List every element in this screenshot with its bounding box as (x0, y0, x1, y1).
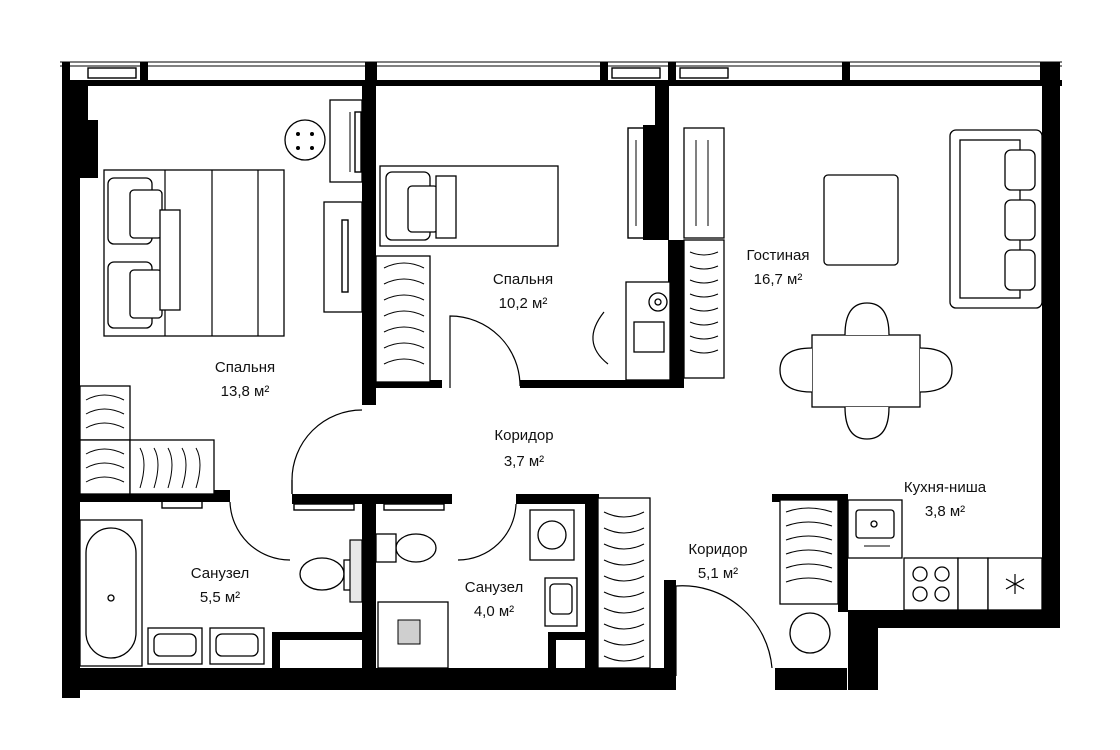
top-window-strip (60, 61, 1062, 86)
room-name-living-room: Гостиная (747, 247, 810, 264)
dining-chair (844, 302, 890, 336)
room-name-bathroom-1: Санузел (191, 565, 249, 582)
toilet-2 (395, 533, 437, 563)
snowflake-icon (1005, 574, 1025, 594)
room-name-corridor-1: Коридор (494, 427, 553, 444)
washing-machine (529, 509, 575, 561)
bedroom-2-furniture (375, 127, 725, 383)
room-area-bedroom-1: 13,8 м² (221, 383, 270, 400)
coffee-table (823, 174, 899, 266)
stove (903, 557, 959, 611)
dresser (329, 99, 363, 183)
room-area-bedroom-2: 10,2 м² (499, 295, 548, 312)
round-stool-2 (789, 612, 831, 654)
room-area-corridor-1: 3,7 м² (504, 453, 544, 470)
wardrobe (323, 201, 363, 313)
room-name-corridor-2: Коридор (688, 541, 747, 558)
room-name-bedroom-1: Спальня (215, 359, 275, 376)
wardrobe-2 (375, 255, 431, 383)
dining-table (811, 334, 921, 408)
room-area-bathroom-2: 4,0 м² (474, 603, 514, 620)
fridge (987, 557, 1043, 611)
room-name-bathroom-2: Санузел (465, 579, 523, 596)
room-area-bathroom-1: 5,5 м² (200, 589, 240, 606)
room-area-corridor-2: 5,1 м² (698, 565, 738, 582)
room-area-kitchen-niche: 3,8 м² (925, 503, 965, 520)
room-name-bedroom-2: Спальня (493, 271, 553, 288)
bathroom-1-furniture (79, 519, 363, 667)
room-area-living-room: 16,7 м² (754, 271, 803, 288)
round-stool (284, 119, 326, 161)
bedroom-1-furniture (79, 99, 363, 495)
kitchen-furniture (779, 499, 1043, 611)
room-name-kitchen-niche: Кухня-ниша (904, 479, 987, 496)
living-room-furniture (779, 129, 1043, 440)
toilet (299, 557, 345, 591)
shelf-unit (683, 127, 725, 239)
doors (161, 315, 773, 676)
closet-hangers-1 (85, 394, 201, 489)
room-labels: Спальня 13,8 м² Спальня 10,2 м² Гостиная… (191, 247, 987, 620)
chair (592, 311, 609, 365)
wardrobe-corridor (597, 497, 651, 669)
wardrobe-3 (683, 239, 725, 379)
desk-shelf (627, 127, 645, 239)
pantry (779, 499, 839, 605)
bathroom-2-furniture (375, 497, 831, 669)
